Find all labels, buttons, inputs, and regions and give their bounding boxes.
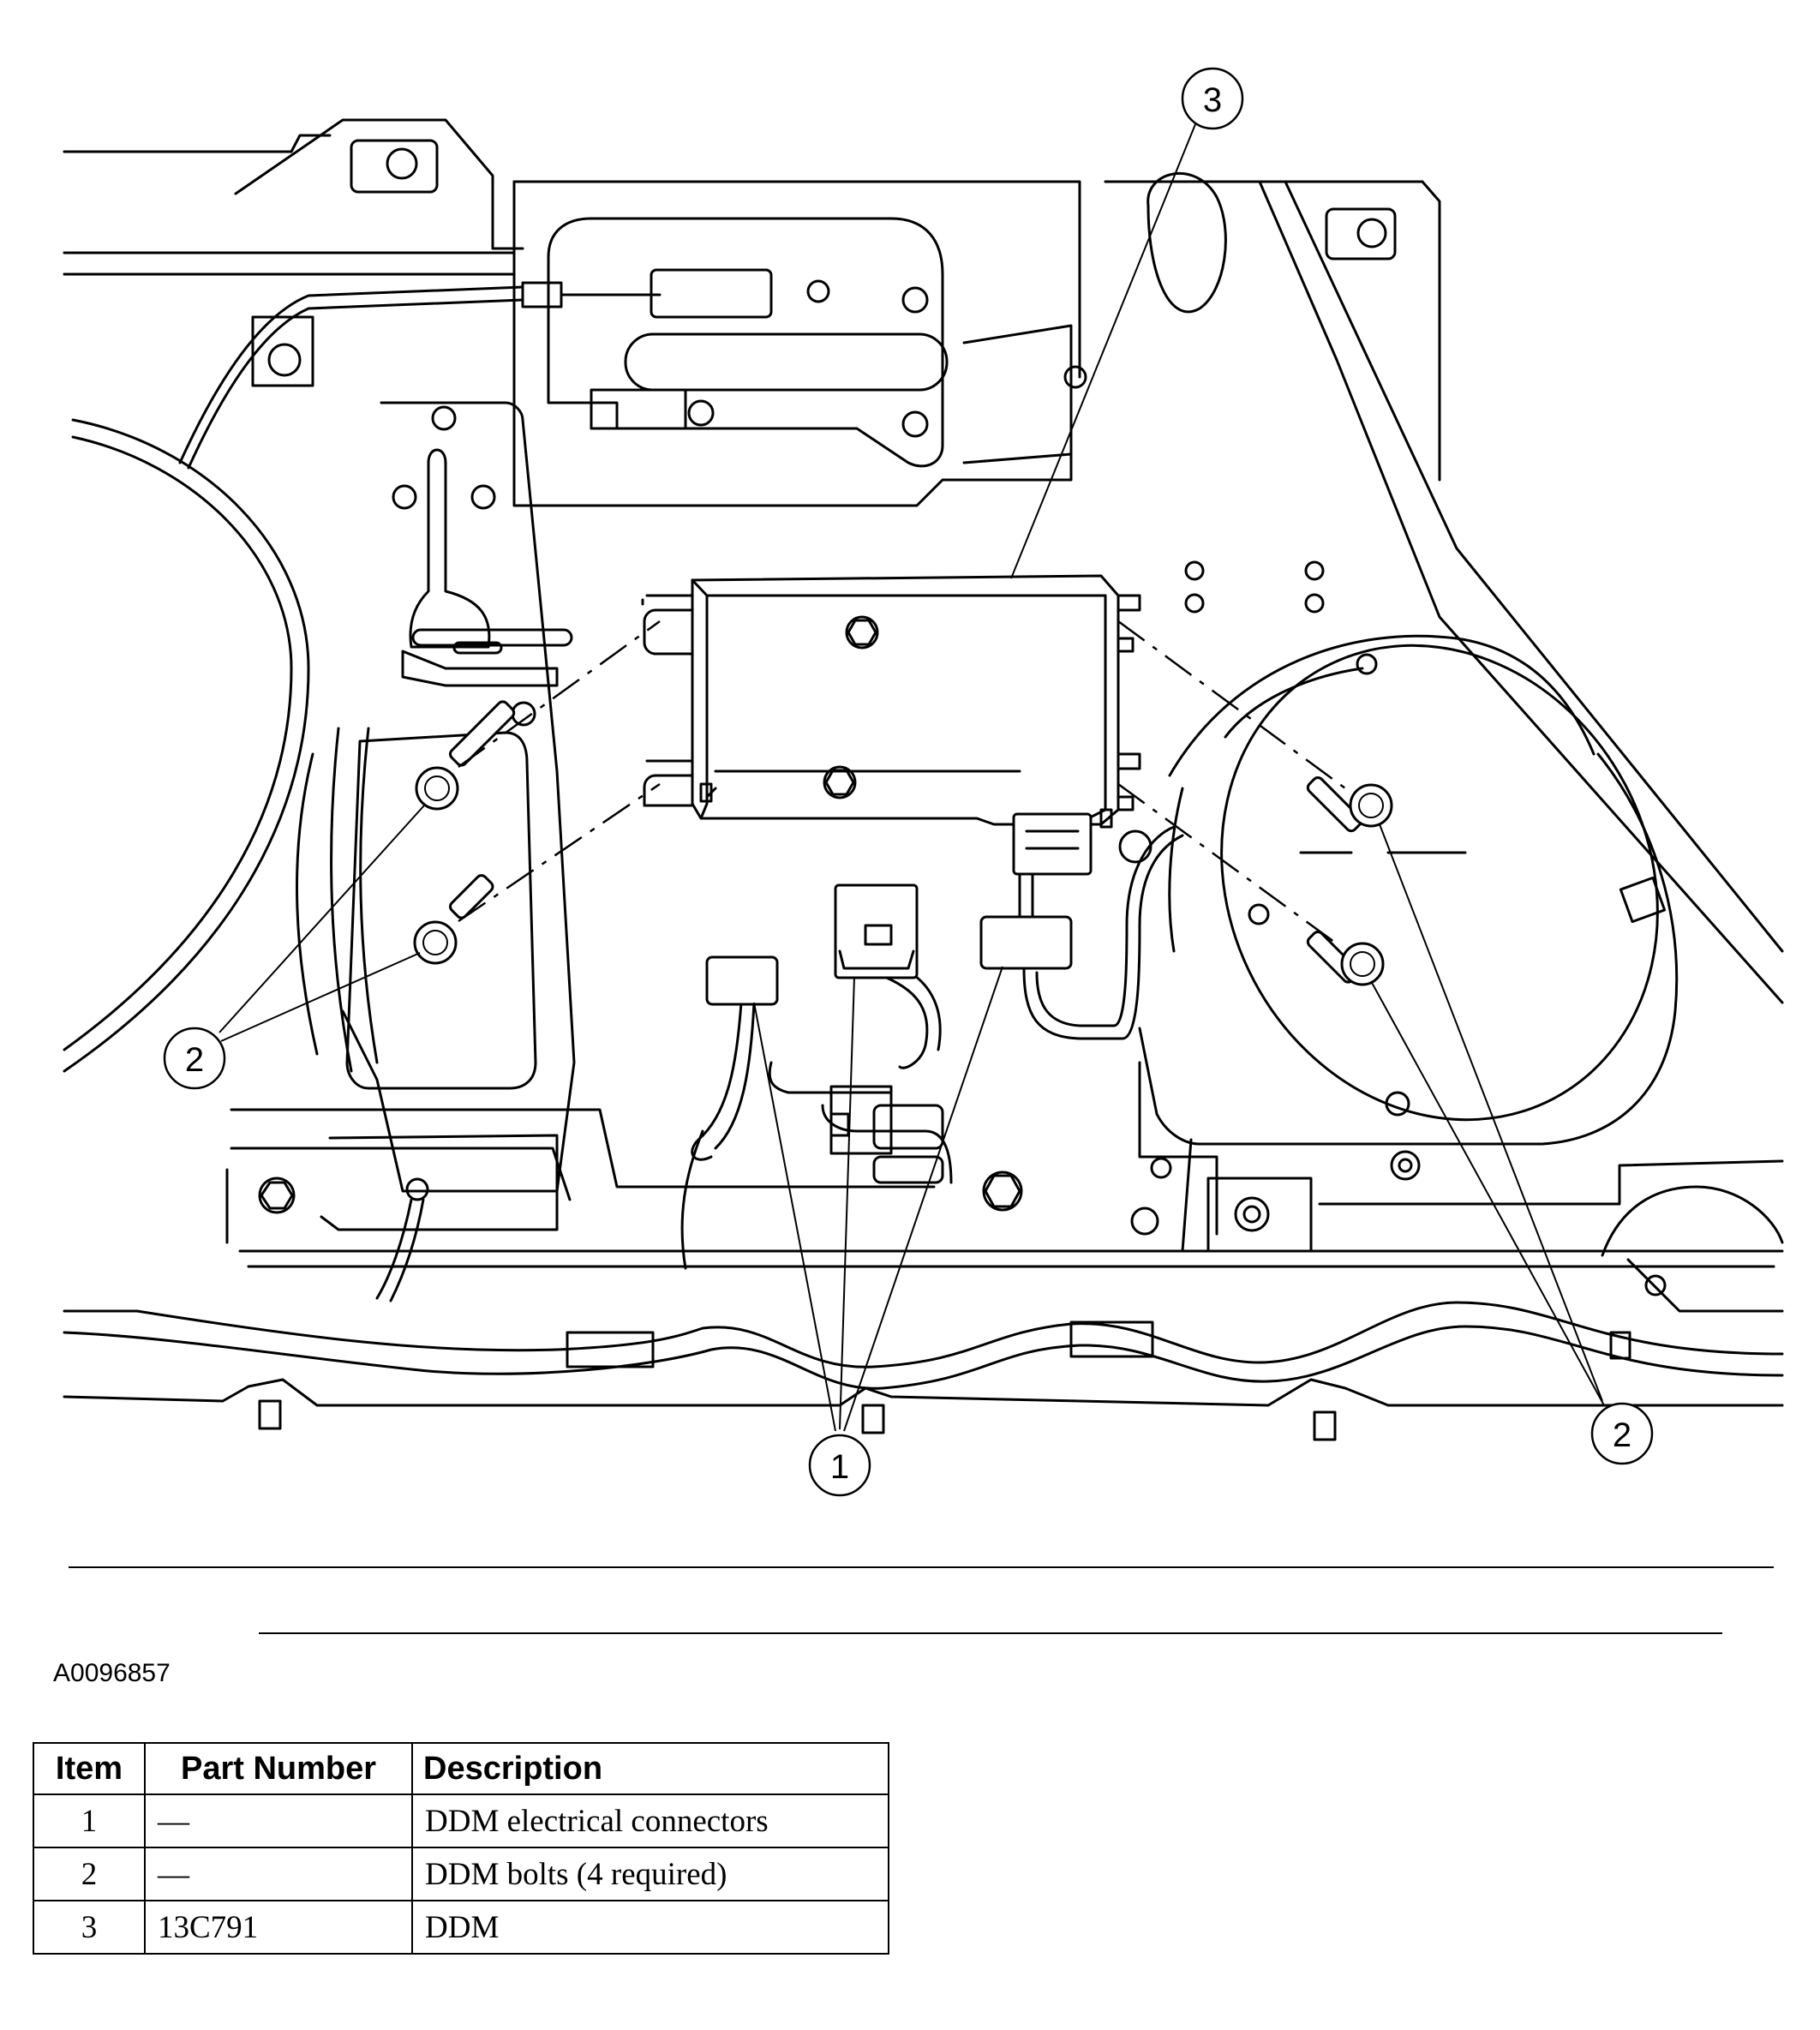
- bolt-right-upper: [1306, 775, 1393, 833]
- lower-right-structure: [982, 1061, 1784, 1360]
- cell-part-number: —: [144, 1793, 413, 1848]
- right-speaker-opening: [1118, 560, 1679, 1181]
- bolt-right-lower: [1306, 930, 1385, 986]
- cell-item: 1: [33, 1793, 146, 1848]
- table-header-row: Item Part Number Description: [33, 1742, 889, 1795]
- door-frame-upper: [63, 118, 1784, 1004]
- separator-line-top: [69, 1566, 1774, 1568]
- parts-table: Item Part Number Description 1 — DDM ele…: [33, 1742, 889, 1955]
- callout-1-label: 1: [830, 1448, 849, 1486]
- callout-1: 1: [808, 1434, 871, 1497]
- ddm-module: [641, 574, 1141, 829]
- callout-2-left-label: 2: [185, 1041, 204, 1079]
- callout-3: 3: [1181, 67, 1244, 130]
- header-description: Description: [411, 1742, 889, 1795]
- table-row: 1 — DDM electrical connectors: [33, 1793, 889, 1848]
- cell-description: DDM electrical connectors: [411, 1793, 889, 1848]
- connector-upper-right: [1012, 812, 1093, 876]
- left-bracket: [341, 401, 576, 1193]
- left-lower-panel: [296, 727, 537, 1090]
- lower-connector: [829, 1085, 944, 1184]
- connector-left: [705, 955, 779, 1006]
- connector-middle: [834, 883, 919, 979]
- table-row: 3 13C791 DDM: [33, 1900, 889, 1955]
- door-module-diagram: 3 2 1 2: [63, 67, 1784, 1497]
- bolt-left-upper: [415, 700, 516, 811]
- callout-2-left: 2: [163, 1027, 226, 1090]
- callout-leaders: [219, 123, 1605, 1432]
- bolt-alignment-lines: [458, 620, 1346, 949]
- bolt-left-lower: [413, 874, 494, 965]
- callout-2-right: 2: [1590, 1402, 1654, 1465]
- connector-right: [979, 915, 1073, 970]
- left-speaker-opening: [63, 315, 314, 1073]
- door-handle-assembly: [512, 180, 1087, 507]
- callout-3-label: 3: [1203, 81, 1222, 119]
- cell-description: DDM bolts (4 required): [411, 1847, 889, 1901]
- cell-part-number: 13C791: [144, 1900, 413, 1955]
- table-row: 2 — DDM bolts (4 required): [33, 1847, 889, 1901]
- header-part-number: Part Number: [144, 1742, 413, 1795]
- door-frame-lower: [63, 1301, 1784, 1441]
- cell-part-number: —: [144, 1847, 413, 1901]
- header-item: Item: [33, 1742, 146, 1795]
- separator-line-bottom: [259, 1632, 1722, 1634]
- connector-wires: [680, 825, 1184, 1270]
- cell-item: 3: [33, 1900, 146, 1955]
- cell-item: 2: [33, 1847, 146, 1901]
- figure-id: A0096857: [53, 1659, 171, 1687]
- lower-left-structure: [225, 1108, 1784, 1302]
- callout-2-right-label: 2: [1613, 1416, 1631, 1454]
- cell-description: DDM: [411, 1900, 889, 1955]
